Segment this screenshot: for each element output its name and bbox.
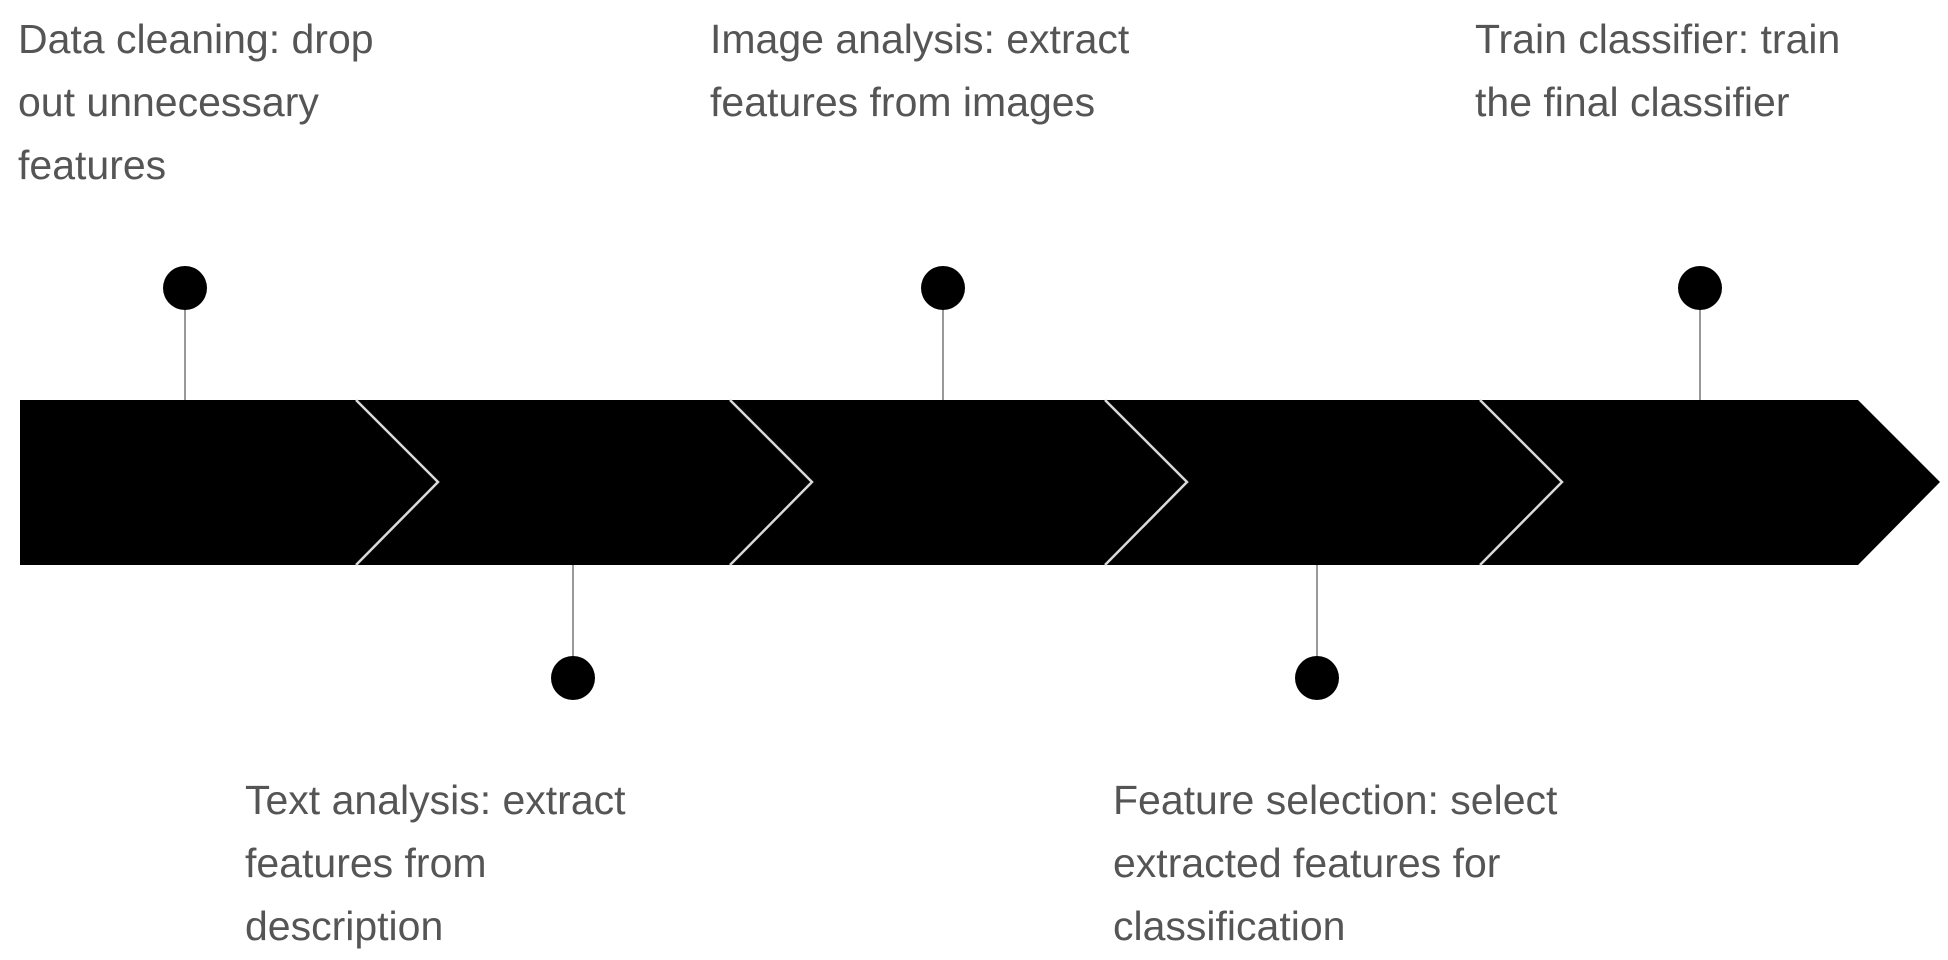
step-label-data-cleaning: Data cleaning: drop out unnecessary feat… [18, 16, 374, 188]
chevron-divider [1104, 399, 1189, 566]
step-label-feature-selection: Feature selection: select extracted feat… [1113, 777, 1558, 949]
step-label-text-analysis: Text analysis: extract features from des… [245, 777, 626, 949]
chevron-divider [729, 399, 814, 566]
chevron-divider [355, 399, 440, 566]
milestone-dot [1295, 656, 1339, 700]
step-label-image-analysis: Image analysis: extract features from im… [710, 16, 1130, 125]
milestone-dot [163, 266, 207, 310]
step-label-train-classifier: Train classifier: train the final classi… [1475, 16, 1841, 125]
milestone-dot [921, 266, 965, 310]
milestone-dot [551, 656, 595, 700]
chevron-divider [1479, 399, 1564, 566]
arrow-body [20, 400, 1940, 565]
milestone-dot [1678, 266, 1722, 310]
